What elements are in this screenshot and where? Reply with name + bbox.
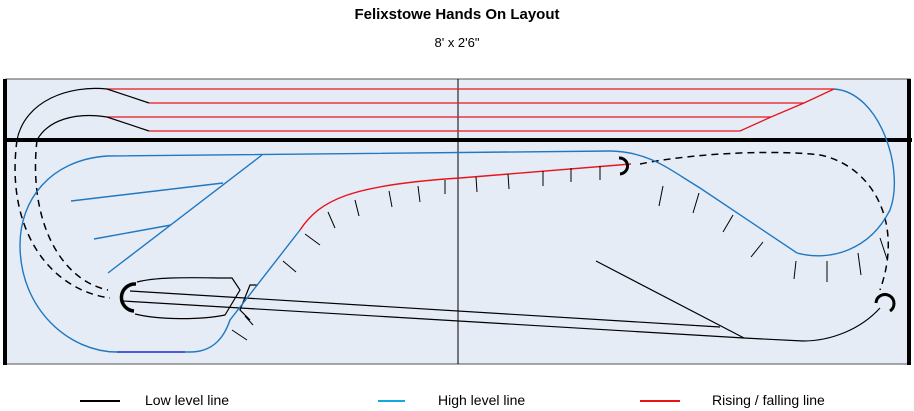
- high-level-track: [19, 88, 896, 353]
- loop-marker-left: [119, 282, 137, 313]
- legend-label-high: High level line: [438, 392, 526, 408]
- legend-label-low: Low level line: [145, 392, 230, 408]
- legend-label-rising: Rising / falling line: [712, 392, 825, 408]
- gradient-ticks: [231, 166, 888, 341]
- diagram-title: Felixstowe Hands On Layout: [354, 6, 560, 23]
- low-level-track: [14, 87, 889, 342]
- loop-marker-right: [874, 293, 896, 313]
- diagram-subtitle: 8' x 2'6": [434, 35, 480, 50]
- rising-line: [299, 163, 632, 231]
- rising-sidings: [107, 88, 835, 132]
- loop-marker-middle: [618, 156, 629, 176]
